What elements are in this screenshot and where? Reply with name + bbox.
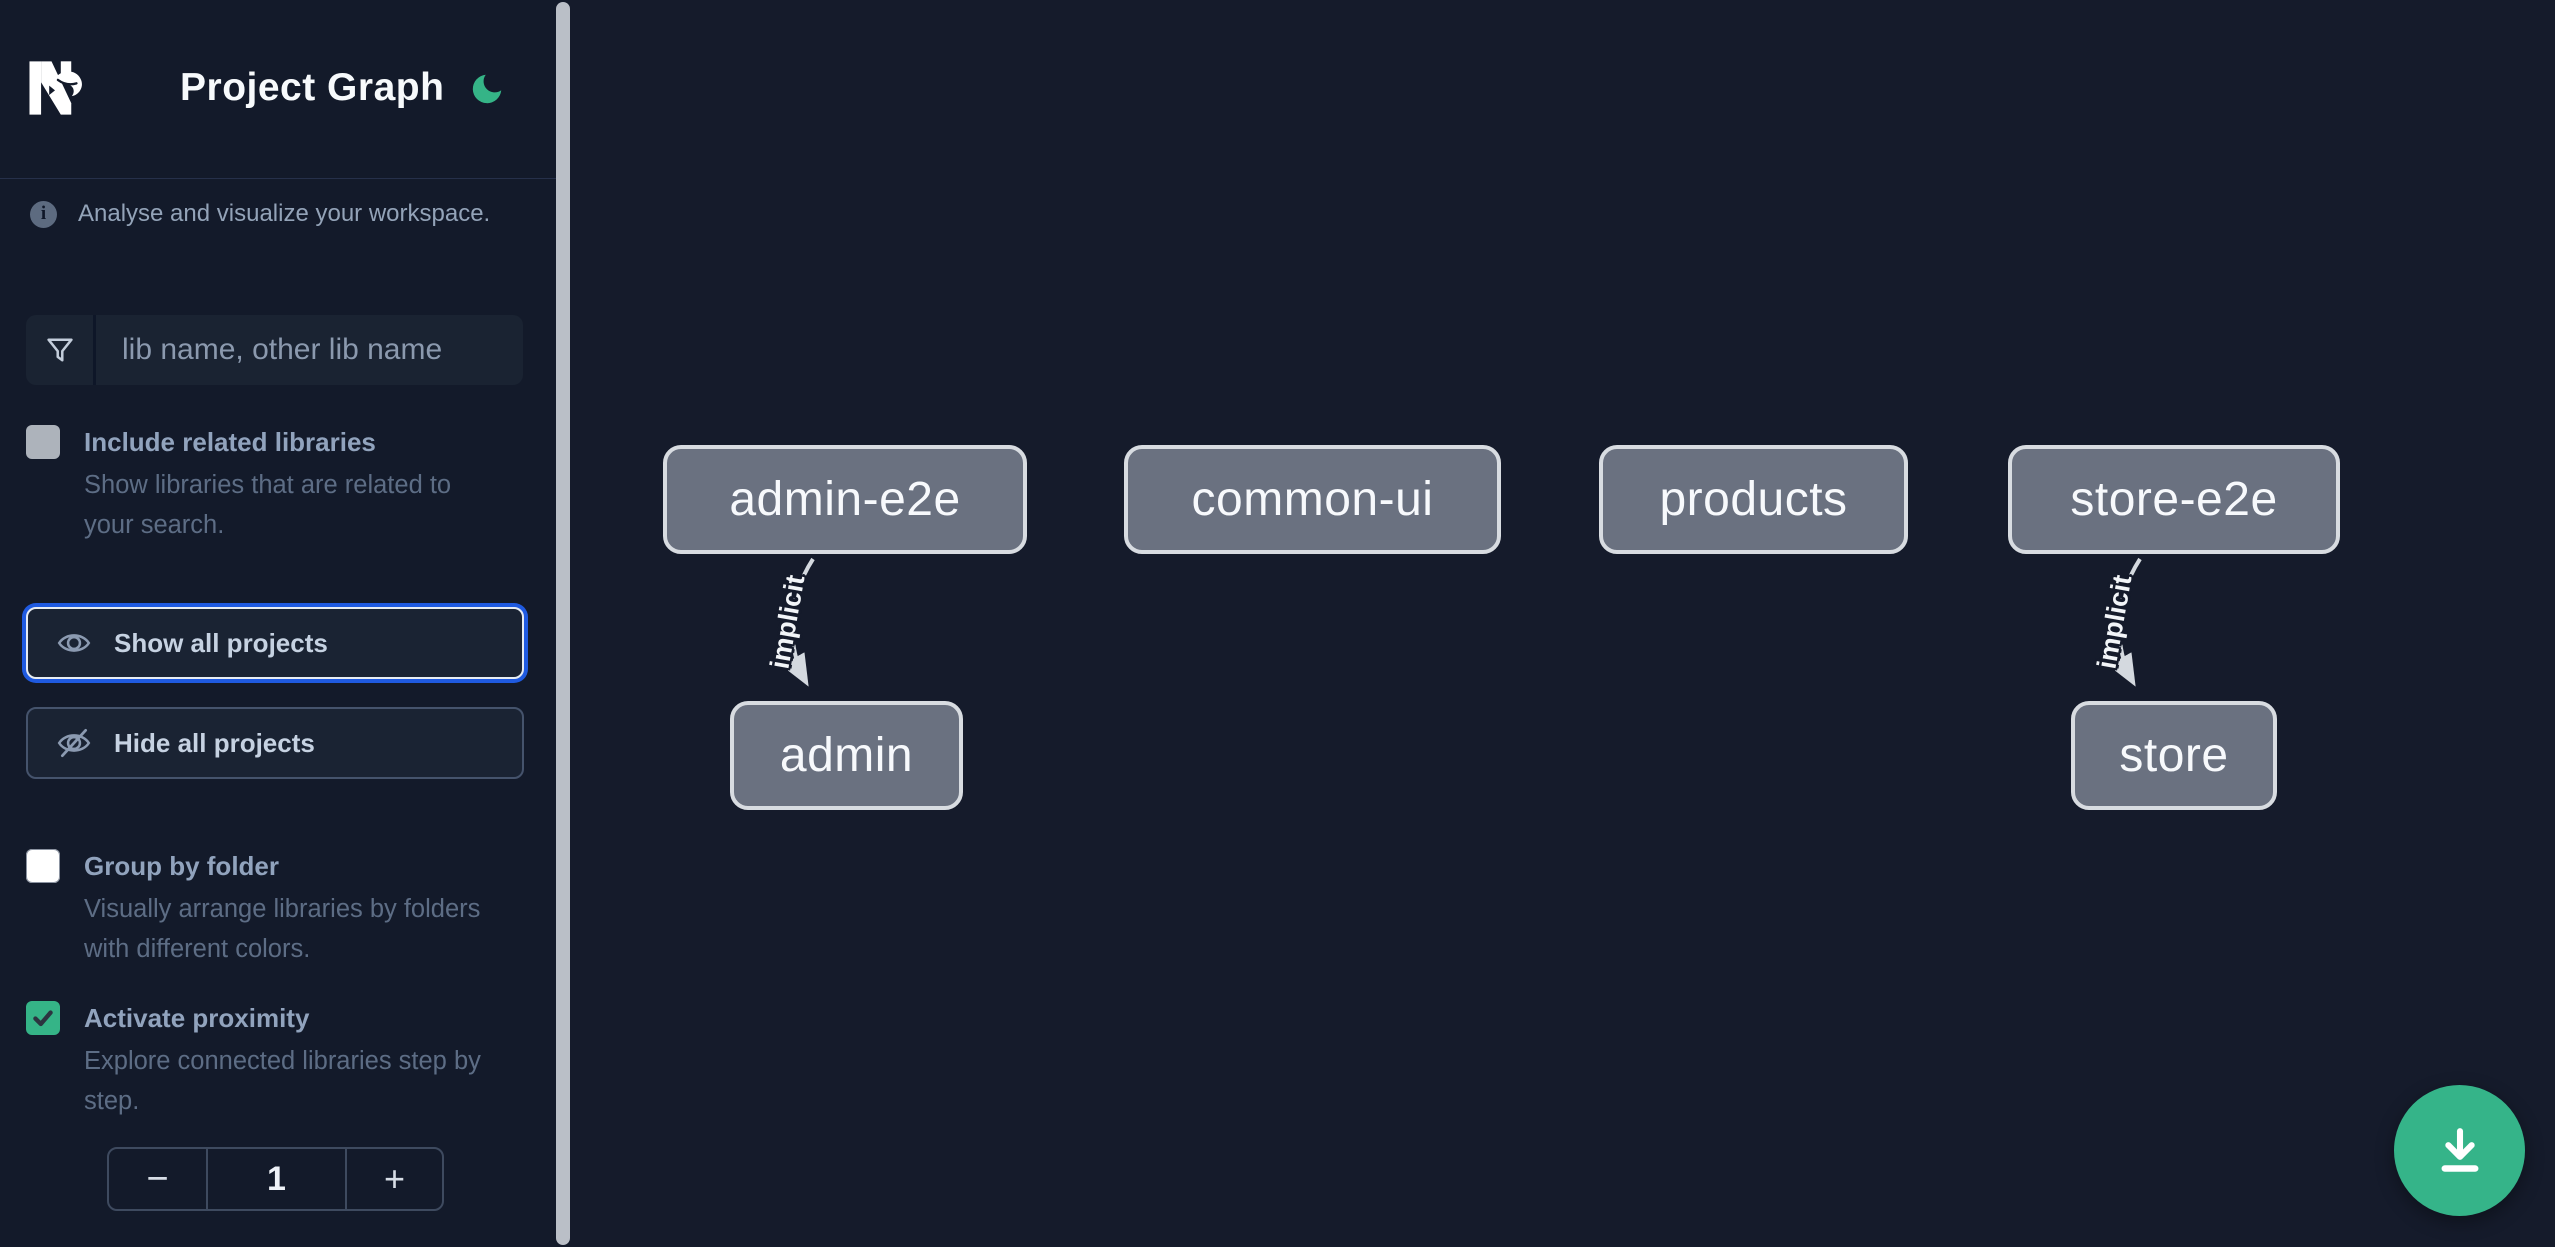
page-title: Project Graph: [180, 66, 445, 109]
sidebar-scrollbar-thumb[interactable]: [556, 2, 570, 1245]
proximity-depth-stepper: − 1 +: [107, 1147, 444, 1211]
show-all-projects-label: Show all projects: [114, 627, 328, 658]
project-graph-canvas[interactable]: implicit implicit admin-e2e common-ui pr…: [570, 0, 2555, 1247]
hide-all-projects-button[interactable]: Hide all projects: [26, 707, 524, 779]
dependency-edges: [781, 557, 2142, 687]
graph-node-store[interactable]: store: [2071, 701, 2277, 810]
graph-node-products[interactable]: products: [1599, 445, 1908, 554]
graph-node-common-ui[interactable]: common-ui: [1124, 445, 1501, 554]
sidebar: Project Graph i Analyse and visualize yo…: [0, 0, 570, 1247]
group-by-folder-checkbox[interactable]: [26, 849, 60, 883]
include-related-description: Show libraries that are related to your …: [84, 471, 452, 539]
theme-toggle-moon-icon[interactable]: [468, 70, 506, 108]
activate-proximity-checkbox[interactable]: [26, 1001, 60, 1035]
graph-node-admin-e2e[interactable]: admin-e2e: [663, 445, 1027, 554]
download-icon: [2441, 1127, 2478, 1172]
intro-text: Analyse and visualize your workspace.: [78, 200, 491, 227]
eye-icon: [57, 634, 91, 652]
group-by-folder-label[interactable]: Group by folder: [84, 851, 279, 881]
info-icon: i: [30, 200, 57, 228]
show-all-projects-button[interactable]: Show all projects: [26, 607, 524, 679]
activate-proximity-label[interactable]: Activate proximity: [84, 1003, 310, 1033]
hide-all-projects-label: Hide all projects: [114, 727, 315, 758]
eye-off-icon: [57, 728, 91, 758]
library-filter-box: [26, 315, 523, 385]
depth-increment-button[interactable]: +: [383, 1158, 406, 1199]
graph-node-admin[interactable]: admin: [730, 701, 963, 810]
download-image-button[interactable]: [2394, 1085, 2525, 1216]
library-search-input[interactable]: [96, 315, 523, 385]
filter-icon: [26, 315, 96, 385]
edge-label-implicit[interactable]: implicit: [764, 572, 811, 672]
depth-decrement-button[interactable]: −: [146, 1157, 169, 1200]
activate-proximity-description: Explore connected libraries step by step…: [84, 1047, 481, 1115]
include-related-label[interactable]: Include related libraries: [84, 427, 376, 457]
workspace-intro: i Analyse and visualize your workspace.: [30, 200, 490, 228]
activate-proximity-option: Activate proximity Explore connected lib…: [26, 1001, 496, 1121]
include-related-checkbox[interactable]: [26, 425, 60, 459]
include-related-option: Include related libraries Show libraries…: [26, 425, 496, 545]
edge-label-implicit[interactable]: implicit: [2091, 572, 2138, 672]
group-by-folder-option: Group by folder Visually arrange librari…: [26, 849, 496, 969]
check-icon: [33, 1010, 53, 1027]
depth-value: 1: [206, 1149, 347, 1209]
group-by-folder-description: Visually arrange libraries by folders wi…: [84, 895, 481, 963]
nx-logo: [29, 61, 82, 115]
graph-node-store-e2e[interactable]: store-e2e: [2008, 445, 2340, 554]
sidebar-header: Project Graph: [0, 0, 570, 179]
